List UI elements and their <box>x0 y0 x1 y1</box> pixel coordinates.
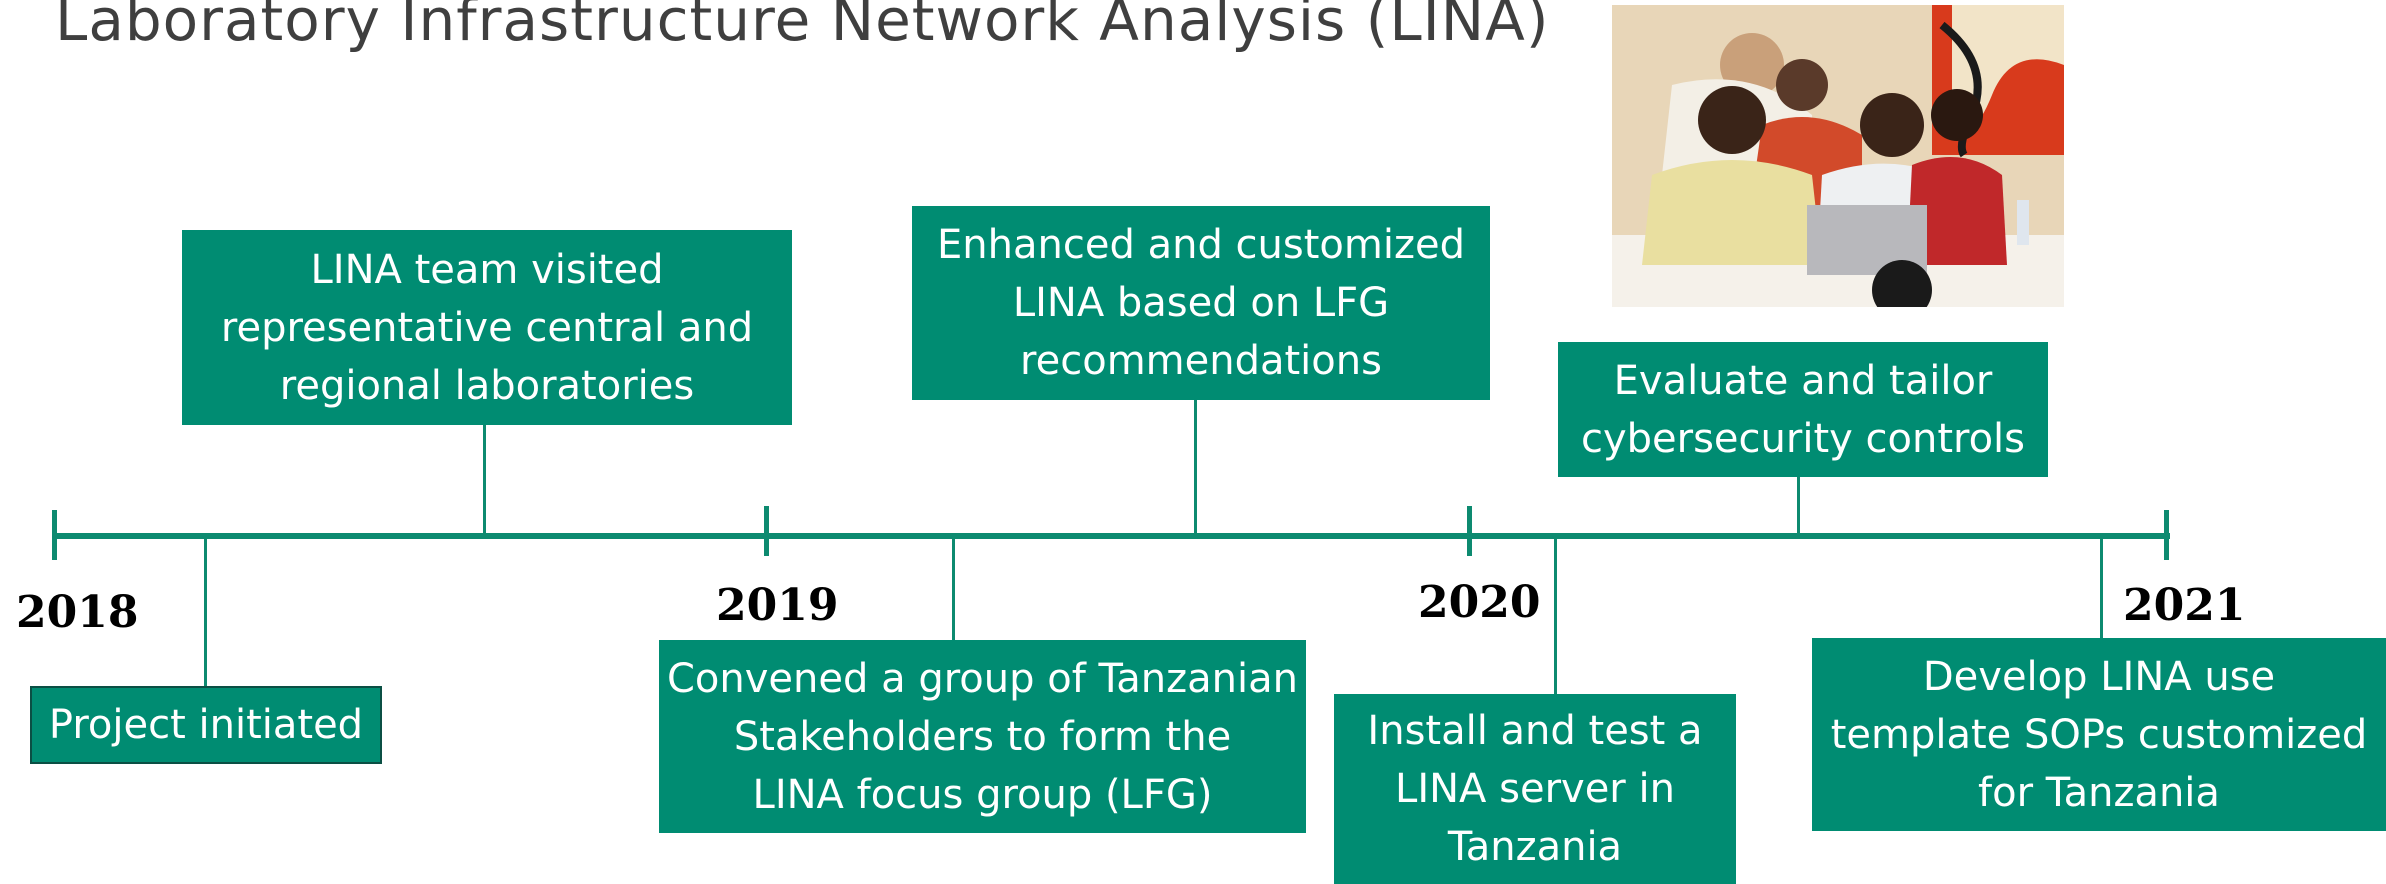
timeline-tick-2020 <box>1467 506 1472 556</box>
connector-enhanced <box>1194 400 1197 536</box>
timeline-tick-2021 <box>2164 510 2169 560</box>
year-label-2020: 2020 <box>1418 577 1541 628</box>
event-box-focus-group: Convened a group of Tanzanian Stakeholde… <box>659 640 1306 833</box>
timeline-tick-2018 <box>52 510 57 560</box>
timeline-tick-2019 <box>764 506 769 556</box>
year-label-2021: 2021 <box>2123 580 2246 631</box>
event-box-develop-sops: Develop LINA use template SOPs customize… <box>1812 638 2386 831</box>
event-box-install-server: Install and test a LINA server in Tanzan… <box>1334 694 1736 884</box>
slide-title: Laboratory Infrastructure Network Analys… <box>55 0 1550 54</box>
year-label-2018: 2018 <box>16 587 139 638</box>
event-text-cybersecurity: Evaluate and tailor cybersecurity contro… <box>1580 357 2026 462</box>
timeline-axis <box>52 533 2170 539</box>
event-text-lab-visits: LINA team visited representative central… <box>220 246 754 409</box>
event-text-install-server: Install and test a LINA server in Tanzan… <box>1367 708 1703 870</box>
event-text-develop-sops: Develop LINA use template SOPs customize… <box>1830 653 2368 816</box>
connector-visited <box>483 425 486 536</box>
year-label-2019: 2019 <box>716 580 839 631</box>
event-box-enhanced-lina: Enhanced and customized LINA based on LF… <box>912 206 1490 400</box>
workshop-photo <box>1612 5 2064 307</box>
event-text-focus-group: Convened a group of Tanzanian Stakeholde… <box>667 655 1298 818</box>
event-box-project-initiated: Project initiated <box>30 686 382 764</box>
connector-install <box>1554 536 1557 694</box>
connector-cybersecurity <box>1797 477 1800 536</box>
connector-convened <box>952 536 955 640</box>
connector-develop <box>2100 536 2103 638</box>
event-text-project-initiated: Project initiated <box>48 702 364 748</box>
event-box-cybersecurity: Evaluate and tailor cybersecurity contro… <box>1558 342 2048 477</box>
event-text-enhanced-lina: Enhanced and customized LINA based on LF… <box>937 222 1465 384</box>
event-box-lab-visits: LINA team visited representative central… <box>182 230 792 425</box>
connector-initiated <box>204 536 207 686</box>
